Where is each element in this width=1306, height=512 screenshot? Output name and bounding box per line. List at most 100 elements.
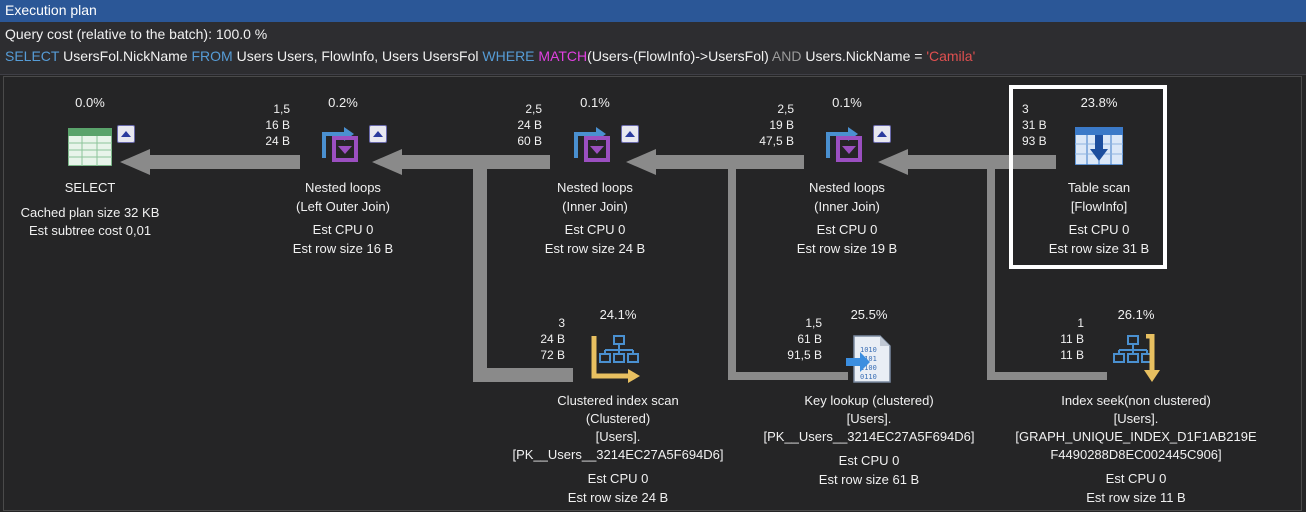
cis-obj2: [PK__Users__3214EC27A5F694D6] (512, 447, 724, 462)
select-name: SELECT (64, 180, 116, 195)
kw-from: FROM (191, 48, 233, 64)
nl2-percent: 0.1% (580, 95, 610, 110)
nested-loops-icon (322, 127, 358, 162)
cis-sub: (Clustered) (585, 411, 651, 426)
arrow-cis-horizontal (473, 368, 573, 382)
arrow-kl-horizontal (728, 372, 848, 380)
is-cpu: Est CPU 0 (1105, 471, 1167, 486)
cis-rows: 3 (558, 316, 565, 330)
svg-text:0110: 0110 (860, 373, 877, 381)
tscan-percent: 23.8% (1080, 95, 1118, 110)
nl2-total: 60 B (517, 134, 542, 148)
nested-loops-icon (826, 127, 862, 162)
nl3-name: Nested loops (809, 180, 885, 195)
kl-obj2: [PK__Users__3214EC27A5F694D6] (763, 429, 975, 444)
arrow-head-select (120, 149, 150, 175)
cis-size: 24 B (540, 332, 565, 346)
kl-percent: 25.5% (850, 307, 888, 322)
query-cost: Query cost (relative to the batch): 100.… (5, 26, 267, 42)
nl3-total: 47,5 B (759, 134, 794, 148)
kl-rows: 1,5 (805, 316, 822, 330)
kl-size: 61 B (797, 332, 822, 346)
select-subtree-cost: Est subtree cost 0,01 (28, 223, 152, 238)
kl-total: 91,5 B (787, 348, 822, 362)
nl1-percent: 0.2% (328, 95, 358, 110)
nl1-rows: 1,5 (273, 102, 290, 116)
window-titlebar: Execution plan (0, 0, 1306, 22)
query-text[interactable]: SELECT UsersFol.NickName FROM Users User… (5, 48, 975, 64)
arrow-head-nl2 (626, 149, 656, 175)
svg-text:1010: 1010 (860, 346, 877, 354)
query-col: UsersFol.NickName (59, 48, 192, 64)
tscan-total: 93 B (1022, 134, 1047, 148)
nl1-name: Nested loops (305, 180, 381, 195)
svg-text:1100: 1100 (860, 364, 877, 372)
tscan-size: 31 B (1022, 118, 1047, 132)
is-size: 11 B (1060, 332, 1084, 346)
nl3-rows: 2,5 (777, 102, 794, 116)
tscan-name: Table scan (1067, 180, 1131, 195)
nl2-size: 24 B (517, 118, 542, 132)
nested-loops-icon (574, 127, 610, 162)
nl2-name: Nested loops (557, 180, 633, 195)
kw-and: AND (768, 48, 806, 64)
cis-stats: 3 24 B 72 B (540, 315, 565, 363)
tscan-rowsize: Est row size 31 B (1048, 241, 1150, 256)
is-percent: 26.1% (1117, 307, 1155, 322)
window-title: Execution plan (5, 2, 97, 18)
is-name: Index seek(non clustered) (1061, 393, 1211, 408)
cis-name: Clustered index scan (557, 393, 679, 408)
cis-cpu: Est CPU 0 (587, 471, 649, 486)
arrow-head-nl1 (372, 149, 402, 175)
tscan-stats: 3 31 B 93 B (1022, 101, 1047, 149)
cis-total: 72 B (540, 348, 565, 362)
is-stats: 1 11 B 11 B (1060, 315, 1084, 363)
nl1-cpu: Est CPU 0 (312, 222, 374, 237)
query-literal: 'Camila' (926, 48, 976, 64)
is-rows: 1 (1077, 316, 1084, 330)
expand-badge-icon[interactable] (369, 125, 387, 143)
table-scan-icon (1075, 127, 1123, 165)
nl2-cpu: Est CPU 0 (564, 222, 626, 237)
tscan-sub: [FlowInfo] (1070, 199, 1128, 214)
nl1-sub: (Left Outer Join) (296, 199, 390, 214)
key-lookup-icon: 1010 0101 1100 0110 (846, 335, 891, 383)
nl3-sub: (Inner Join) (814, 199, 880, 214)
expand-badge-icon[interactable] (621, 125, 639, 143)
is-obj2: [GRAPH_UNIQUE_INDEX_D1F1AB219E (1015, 429, 1257, 444)
kl-obj1: [Users]. (846, 411, 892, 426)
is-total: 11 B (1060, 348, 1084, 362)
expand-badge-icon[interactable] (873, 125, 891, 143)
svg-text:0101: 0101 (860, 355, 877, 363)
query-cond: Users.NickName = (805, 48, 927, 64)
query-pattern: (Users-(FlowInfo)->UsersFol) (587, 48, 769, 64)
arrow-is-horizontal (987, 372, 1107, 380)
nl2-rowsize: Est row size 24 B (544, 241, 646, 256)
select-percent: 0.0% (75, 95, 105, 110)
kl-name: Key lookup (clustered) (804, 393, 934, 408)
kw-select: SELECT (5, 48, 60, 64)
arrow-is-vertical (987, 162, 995, 380)
nl1-stats: 1,5 16 B 24 B (265, 101, 290, 149)
nl2-rows: 2,5 (525, 102, 542, 116)
nl3-rowsize: Est row size 19 B (796, 241, 898, 256)
nl3-percent: 0.1% (832, 95, 862, 110)
arrow-nl1-select (150, 155, 300, 169)
nl2-stats: 2,5 24 B 60 B (517, 101, 542, 149)
nl1-size: 16 B (265, 118, 290, 132)
kl-rowsize: Est row size 61 B (818, 472, 920, 487)
is-rowsize: Est row size 11 B (1086, 490, 1186, 505)
arrow-tscan-nl3 (906, 155, 1056, 169)
arrow-kl-vertical (728, 162, 736, 380)
tscan-rows: 3 (1022, 102, 1029, 116)
expand-badge-icon[interactable] (117, 125, 135, 143)
nl3-size: 19 B (769, 118, 794, 132)
nl1-total: 24 B (265, 134, 290, 148)
nl3-cpu: Est CPU 0 (816, 222, 878, 237)
nl2-sub: (Inner Join) (562, 199, 628, 214)
query-cost-value: 100.0 % (215, 26, 268, 42)
cis-percent: 24.1% (599, 307, 637, 322)
tscan-cpu: Est CPU 0 (1068, 222, 1130, 237)
nl3-stats: 2,5 19 B 47,5 B (759, 101, 794, 149)
